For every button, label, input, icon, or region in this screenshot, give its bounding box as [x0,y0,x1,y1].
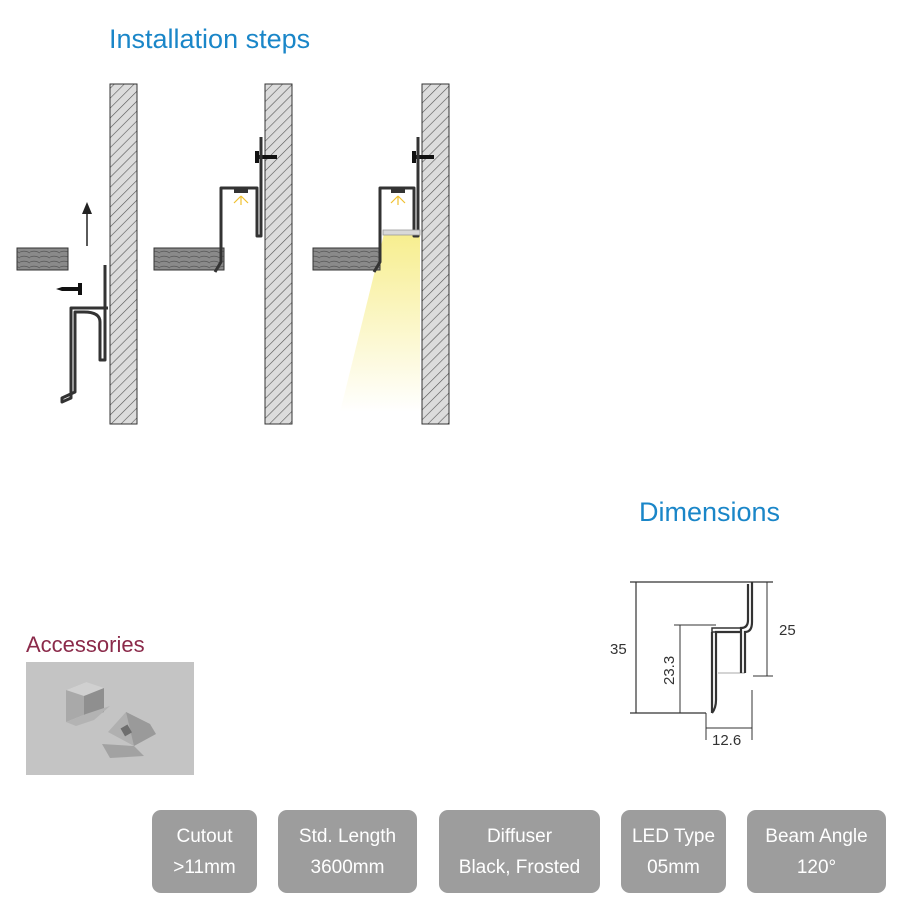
dimension-35-label: 35 [610,641,627,658]
spec-label: LED Type [631,825,716,847]
light-beam [340,234,420,412]
up-arrow-icon [82,202,92,246]
spec-card-diffuser: Diffuser Black, Frosted [439,810,600,893]
profile-outline [710,582,754,714]
installation-steps-diagram [16,83,450,425]
led-icon [233,188,249,205]
spec-value: Black, Frosted [458,856,581,878]
wall [264,83,293,425]
spec-label: Beam Angle [765,825,868,847]
install-step-1 [16,83,138,425]
spec-value: 05mm [647,856,700,878]
accessories-title: Accessories [26,632,145,657]
shelf [312,247,381,271]
dimension-25-label: 25 [779,622,796,639]
spec-value: >11mm [173,856,236,878]
dimensions-title: Dimensions [639,497,781,527]
install-step-2 [153,83,293,425]
diffuser [382,229,421,236]
wall [421,83,450,425]
spec-card-cutout: Cutout >11mm [152,810,257,893]
dimension-12-6-label: 12.6 [712,732,741,749]
dimensions-drawing: 35 23.3 25 12.6 [610,581,796,749]
profile [60,265,108,404]
dimension-23-3-label: 23.3 [661,656,678,685]
screw-icon [412,151,434,163]
screw-icon [56,283,82,295]
spec-card-std-length: Std. Length 3600mm [278,810,417,893]
screw-icon [255,151,277,163]
shelf [16,247,69,271]
spec-card-beam-angle: Beam Angle 120° [747,810,886,893]
spec-label: Diffuser [486,825,553,847]
accessories-photo [26,662,194,775]
spec-value: 3600mm [310,856,385,878]
end-cap-left [66,682,110,726]
install-step-3 [312,83,450,425]
spec-label: Std. Length [298,825,397,847]
spec-card-led-type: LED Type 05mm [621,810,726,893]
spec-value: 120° [796,856,837,878]
wall [109,83,138,425]
profile [372,137,420,273]
led-icon [390,188,406,205]
installation-steps-title: Installation steps [109,24,311,54]
profile [213,137,263,273]
end-cap-right [102,712,156,758]
spec-label: Cutout [176,825,233,847]
shelf [153,247,225,271]
